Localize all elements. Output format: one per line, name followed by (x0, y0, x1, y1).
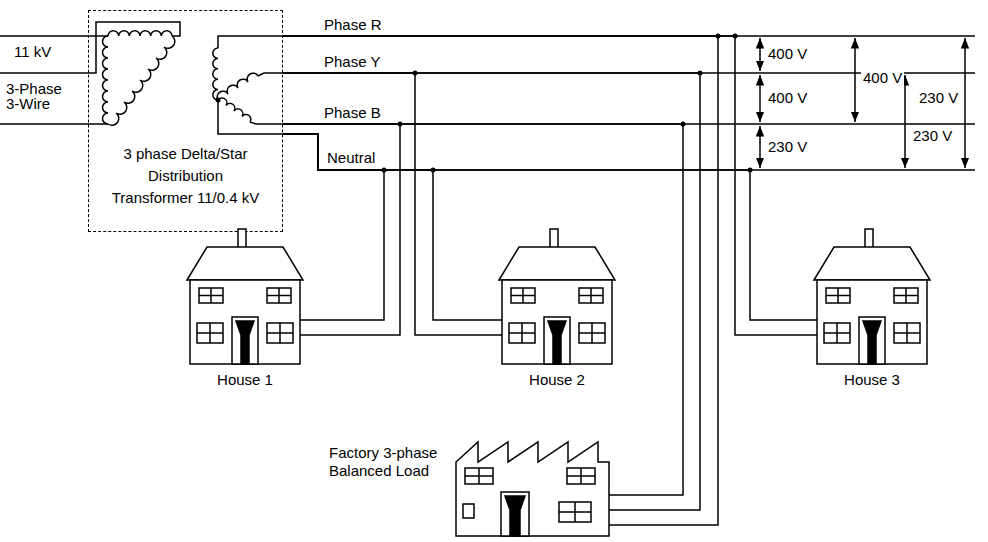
voltage-arrow (904, 75, 906, 168)
voltage-label: 230 V (917, 90, 960, 106)
voltage-arrow (759, 38, 761, 71)
house-drawing (497, 225, 617, 365)
lead-wire (250, 122, 283, 124)
factory-drawing (455, 440, 610, 537)
lead-wire (258, 73, 283, 76)
line-label: Phase B (322, 105, 383, 121)
voltage-label: 400 V (766, 46, 809, 62)
house-label: House 3 (812, 371, 932, 389)
line-label: Phase Y (322, 54, 382, 70)
line-label: 3-Phase 3-Wire (4, 81, 70, 111)
transformer-box: 3 phase Delta/Star Distribution Transfor… (88, 10, 283, 232)
winding-group (103, 31, 259, 126)
line-label: Neutral (325, 150, 377, 166)
hv-line (0, 22, 180, 73)
winding-coil (218, 98, 251, 122)
voltage-arrow (759, 75, 761, 122)
winding-coil (213, 48, 218, 100)
hv-line (0, 123, 108, 125)
winding-coil (103, 36, 109, 124)
voltage-arrow (759, 126, 761, 168)
lead-wire (218, 36, 283, 48)
house-drawing (812, 225, 932, 365)
voltage-arrow (964, 38, 966, 168)
hv-line (0, 35, 108, 37)
feeder-wire (283, 73, 502, 335)
factory-label: Factory 3-phase Balanced Load (329, 444, 447, 480)
voltage-label: 230 V (766, 139, 809, 155)
factory-node: Factory 3-phase Balanced Load (455, 440, 610, 537)
voltage-arrow (854, 38, 856, 122)
winding-coil (108, 31, 172, 36)
voltage-label: 400 V (861, 70, 904, 86)
house-node: House 3 (812, 225, 932, 389)
house-drawing (185, 225, 305, 365)
house-label: House 1 (185, 371, 305, 389)
junction-dot (216, 98, 221, 103)
transformer-label: 3 phase Delta/Star Distribution Transfor… (110, 143, 262, 209)
house-label: House 2 (497, 371, 617, 389)
house-node: House 1 (185, 225, 305, 389)
voltage-label: 400 V (766, 90, 809, 106)
house-node: House 2 (497, 225, 617, 389)
voltage-label: 11 kV (12, 44, 53, 60)
winding-coil (217, 73, 258, 100)
voltage-label: 230 V (911, 128, 954, 144)
line-label: Phase R (322, 17, 384, 33)
winding-coil (108, 36, 175, 125)
